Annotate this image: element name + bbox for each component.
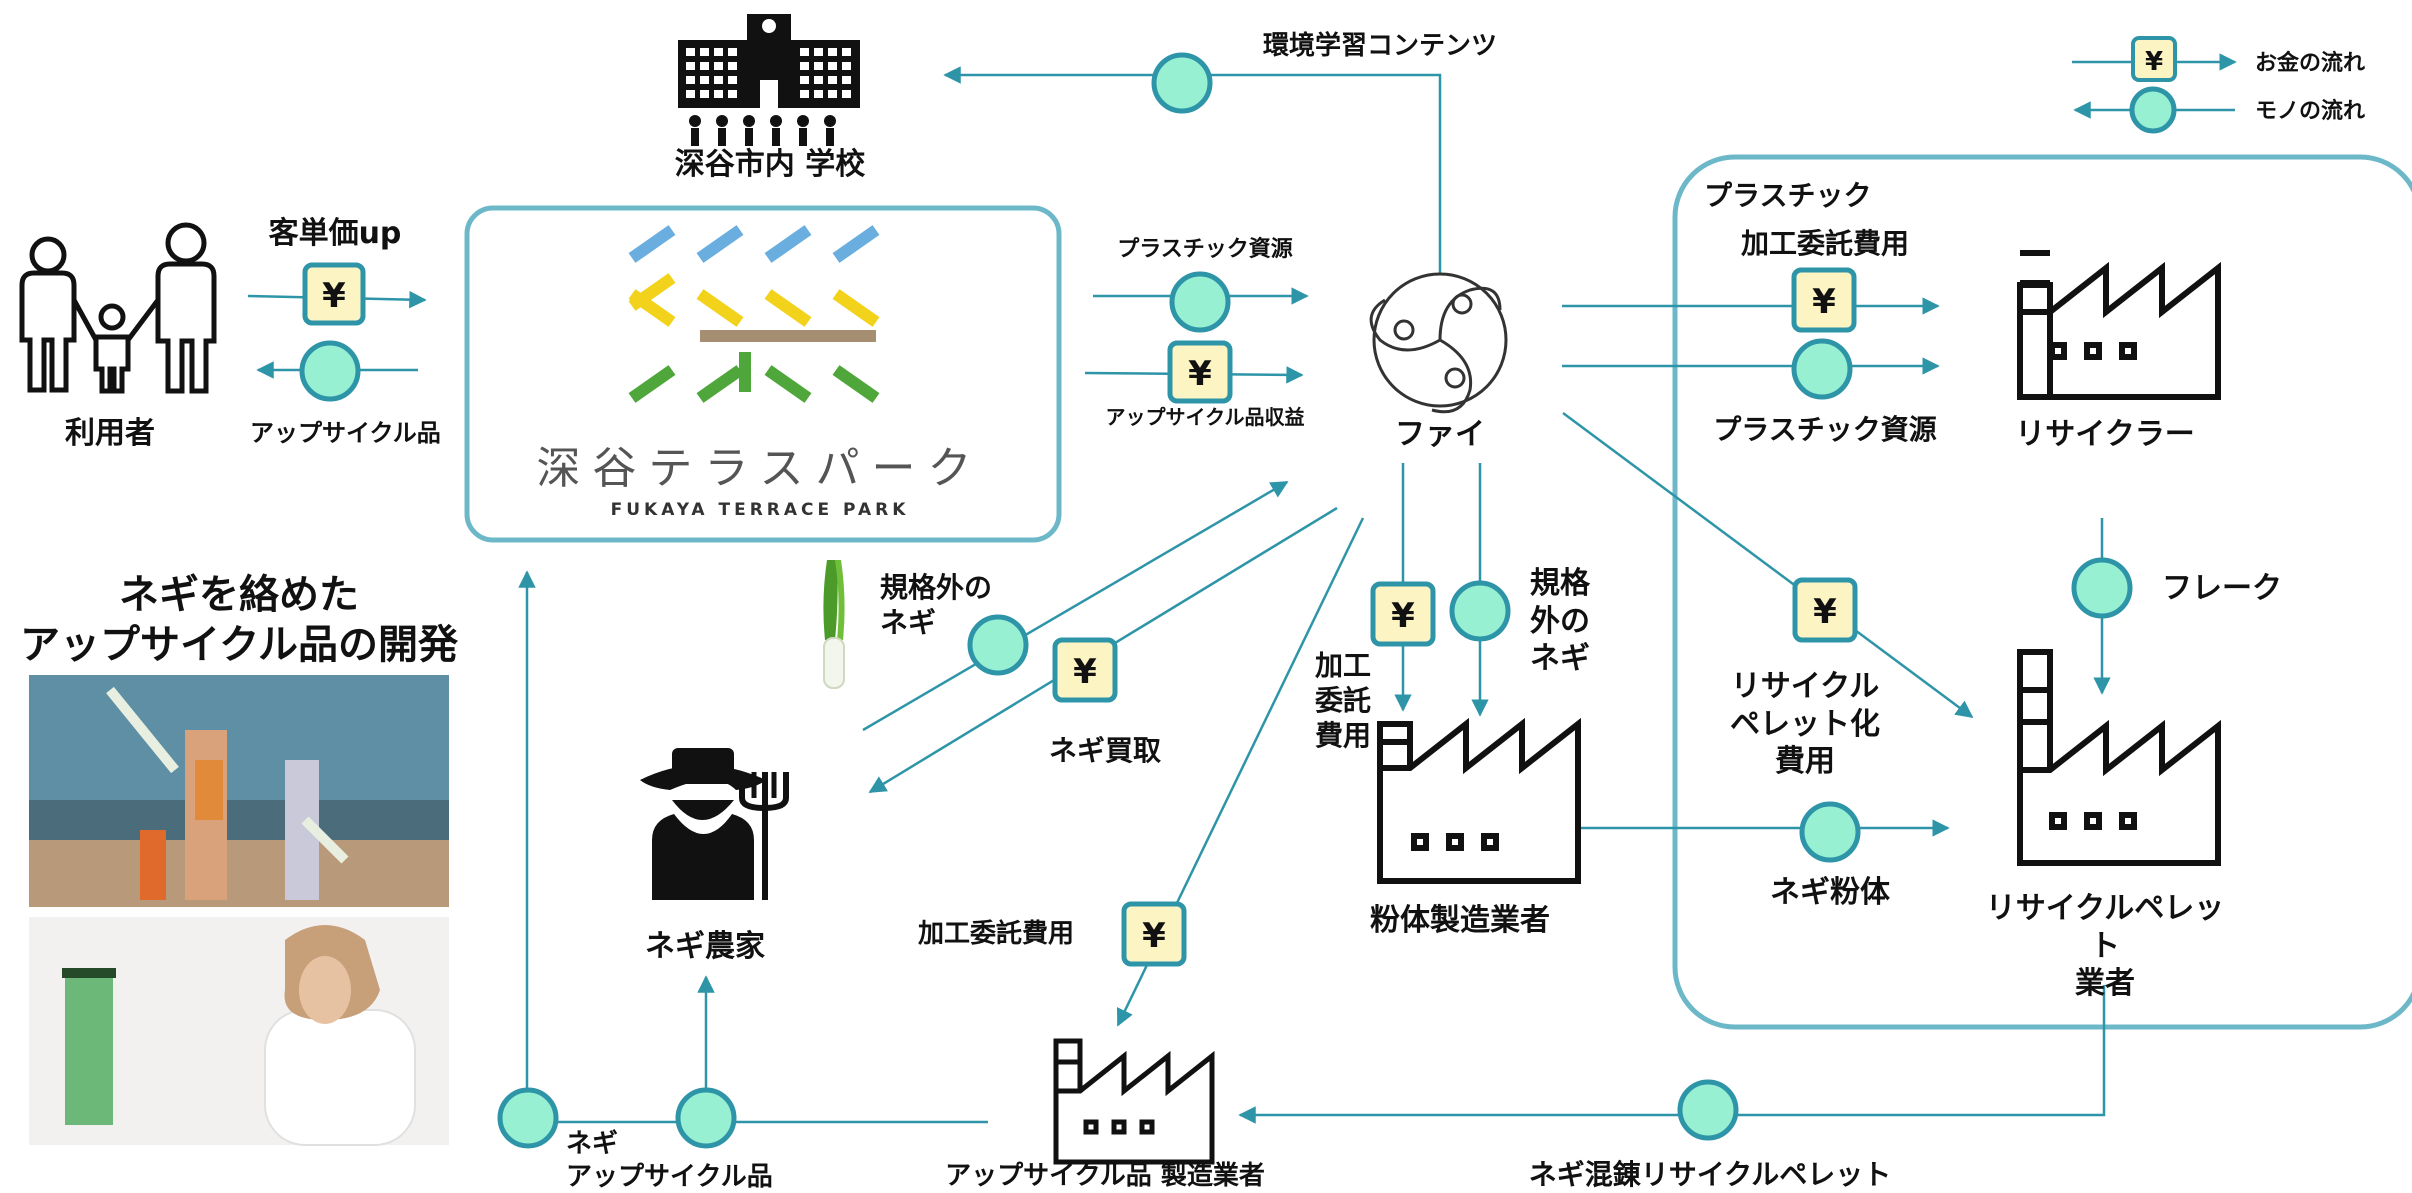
powder-maker-label: 粉体製造業者 (1370, 903, 1550, 938)
recycler-label: リサイクラー (2015, 417, 2195, 452)
negi-upcycle-label: ネギ アップサイクル品 (566, 1129, 773, 1192)
user-goods-marker (299, 340, 361, 402)
legend-goods-marker (2129, 86, 2177, 134)
offspec-negi-powder-label: 規格 外の ネギ (1530, 566, 1590, 676)
pellet-maker-label: リサイクルペレット 業者 (1985, 891, 2225, 1001)
powder-factory-icon (1377, 717, 1581, 884)
svg-text:¥: ¥ (1391, 596, 1415, 636)
plastic-to-recycler-label: プラスチック資源 (1713, 413, 1937, 446)
plastic-fee-yen-box: ¥ (1791, 267, 1857, 333)
park-title: 深谷テラスパーク (536, 443, 984, 494)
to-park-marker (497, 1087, 559, 1149)
plastic-to-recycler-marker (1791, 338, 1853, 400)
dev-title: ネギを絡めた アップサイクル品の開発 (20, 572, 458, 668)
family-icon (19, 222, 217, 394)
user-yen-box: ¥ (302, 262, 366, 326)
negi-pellet-label: ネギ混錬リサイクルペレット (1528, 1158, 1892, 1191)
svg-text:¥: ¥ (322, 276, 346, 316)
school-label: 深谷市内 学校 (674, 147, 866, 182)
upcycle-photo-top (29, 675, 449, 907)
fai-logo-icon (1369, 272, 1508, 414)
negi-pellet-line (1238, 985, 2106, 1124)
negi-powder-marker (1799, 801, 1861, 863)
legend-goods-label: モノの流れ (2254, 99, 2365, 124)
fai-label: ファイ (1395, 417, 1485, 452)
negi-purchase-yen-box: ¥ (1052, 637, 1118, 703)
svg-text:¥: ¥ (1142, 916, 1166, 956)
negi-powder-label: ネギ粉体 (1770, 875, 1890, 910)
powder-negi-marker (1449, 580, 1511, 642)
user-label: 利用者 (65, 416, 155, 451)
recycler-factory-icon (2017, 250, 2221, 400)
money-markers: ¥ ¥ ¥ ¥ ¥ ¥ ¥ ¥ (302, 36, 2177, 967)
user-money-label: 客単価up (268, 216, 402, 251)
farmer-icon (640, 748, 789, 900)
maker-fee-yen-box: ¥ (1121, 901, 1187, 967)
park-logo-mark (628, 225, 880, 403)
negi-pellet-marker (1677, 1079, 1739, 1141)
svg-text:¥: ¥ (1188, 354, 1212, 394)
park-subtitle: FUKAYA TERRACE PARK (610, 500, 910, 520)
upcycle-photo-bottom (29, 917, 449, 1146)
plastic-fee-label: 加工委託費用 (1740, 227, 1909, 260)
recycling-frame (1672, 154, 2412, 1030)
powder-fee-label: 加工 委託 費用 (1314, 649, 1371, 752)
legend-yen-box: ¥ (2131, 36, 2177, 82)
svg-text:¥: ¥ (1812, 282, 1836, 322)
svg-text:¥: ¥ (1073, 652, 1097, 692)
offspec-negi-label: 規格外の ネギ (880, 571, 993, 639)
pellet-fee-yen-box: ¥ (1792, 577, 1858, 643)
legend-money-label: お金の流れ (2254, 51, 2365, 76)
powder-fee-yen-box: ¥ (1370, 581, 1436, 647)
farmer-label: ネギ農家 (645, 929, 765, 964)
maker-fee-label: 加工委託費用 (918, 919, 1075, 949)
negi-icon (823, 560, 845, 689)
flow-lines (247, 53, 2237, 1124)
pellet-fee-label: リサイクル ペレット化 費用 (1730, 669, 1880, 779)
env-content-label: 環境学習コンテンツ (1262, 31, 1497, 61)
flake-label: フレーク (2162, 571, 2282, 606)
offspec-negi-line (862, 480, 1289, 732)
plastic-fee-title: プラスチック (1704, 179, 1872, 212)
park-frame (464, 205, 1062, 543)
revenue-yen-box: ¥ (1167, 340, 1233, 404)
plastic-to-fai-label: プラスチック資源 (1117, 237, 1293, 262)
school-icon (678, 14, 860, 146)
upcycle-revenue-label: アップサイクル品収益 (1105, 405, 1305, 429)
flake-marker (2071, 557, 2133, 619)
env-content-marker (1151, 52, 1213, 114)
negi-purchase-label: ネギ買取 (1048, 734, 1161, 767)
user-goods-label: アップサイクル品 (250, 419, 441, 447)
env-content-line (943, 66, 1442, 275)
upcycle-factory-icon (1053, 1038, 1215, 1165)
goods-markers (299, 52, 2177, 1149)
svg-text:¥: ¥ (1813, 592, 1837, 632)
pellet-factory-icon (2017, 649, 2221, 866)
offspec-negi-marker (967, 614, 1029, 676)
pellet-fee-line (1562, 411, 1974, 719)
upcycle-maker-label: アップサイクル品 製造業者 (945, 1161, 1265, 1191)
svg-text:¥: ¥ (2145, 47, 2163, 77)
to-farmer-marker (675, 1087, 737, 1149)
plastic-to-fai-marker (1169, 271, 1231, 333)
